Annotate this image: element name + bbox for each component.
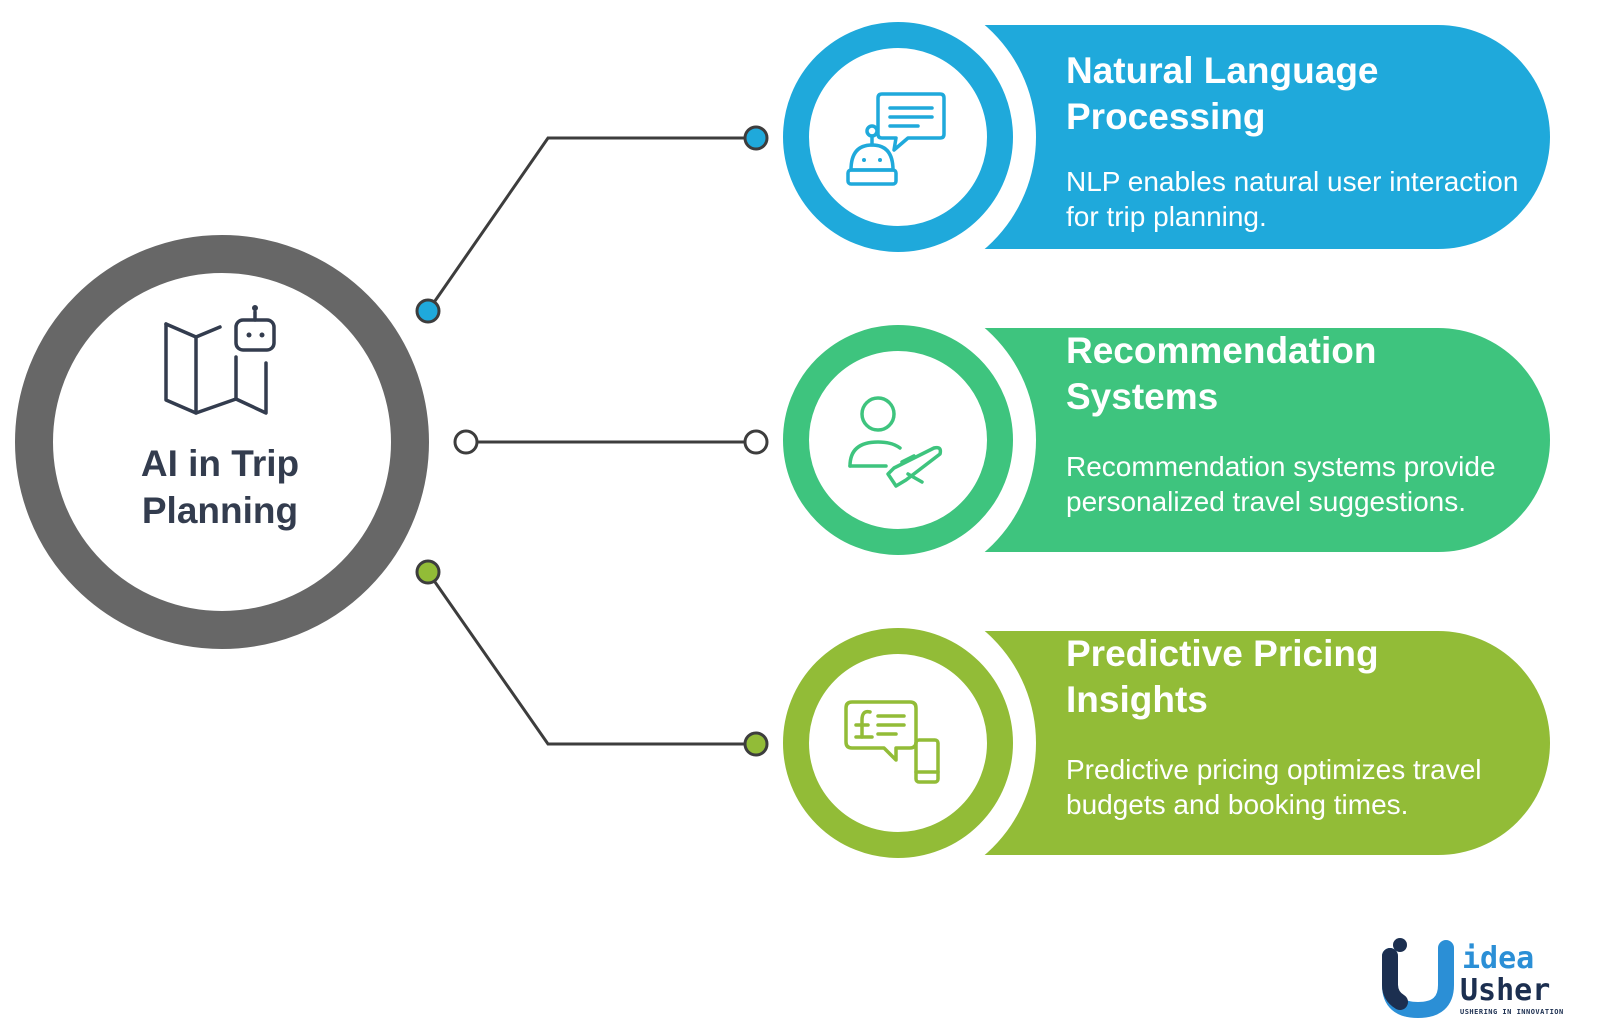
recommendation-title-line1: Recommendation	[1066, 330, 1377, 371]
logo-line2: Usher	[1460, 973, 1551, 1008]
recommendation-description: Recommendation systems provide personali…	[1066, 451, 1496, 517]
center-ring	[15, 235, 429, 649]
card-recommendation-background	[890, 328, 1550, 552]
pound-chat-phone-icon	[844, 700, 940, 784]
idea-usher-logo-mark	[1382, 938, 1454, 1019]
card-nlp-background	[890, 25, 1550, 249]
pricing-description: Predictive pricing optimizes travel budg…	[1066, 754, 1482, 820]
dot-nlp-end	[743, 125, 769, 151]
user-airplane-icon	[848, 396, 943, 488]
dot-nlp-start	[415, 298, 441, 324]
robot-chat-icon	[846, 92, 946, 186]
connector-pricing	[426, 571, 756, 746]
card-pricing-background	[890, 631, 1550, 855]
pricing-title: Predictive Pricing Insights	[1066, 631, 1546, 723]
center-title-line2: Planning	[141, 490, 299, 531]
recommendation-title-line2: Systems	[1066, 376, 1219, 417]
pricing-title-line2: Insights	[1066, 679, 1208, 720]
logo-tagline: USHERING IN INNOVATION	[1460, 1008, 1564, 1016]
nlp-title-line2: Processing	[1066, 96, 1266, 137]
map-robot-icon	[164, 305, 276, 415]
recommendation-title: Recommendation Systems	[1066, 328, 1546, 420]
dot-pricing-end	[743, 731, 769, 757]
logo-line1: idea	[1462, 941, 1535, 976]
recommendation-icon-ring	[783, 325, 1013, 555]
dot-recommendation-end	[743, 429, 769, 455]
pricing-title-line1: Predictive Pricing	[1066, 633, 1379, 674]
center-title-line1: AI in Trip	[140, 443, 300, 484]
nlp-description: NLP enables natural user interaction for…	[1066, 166, 1519, 232]
dot-recommendation-start	[453, 429, 479, 455]
nlp-title-line1: Natural Language	[1066, 50, 1379, 91]
nlp-icon-ring	[783, 22, 1013, 252]
center-title: AI in Trip Planning	[110, 440, 330, 534]
dot-pricing-start	[415, 559, 441, 585]
connector-nlp	[426, 136, 756, 312]
pricing-icon-ring	[783, 628, 1013, 858]
nlp-title: Natural Language Processing	[1066, 48, 1546, 140]
